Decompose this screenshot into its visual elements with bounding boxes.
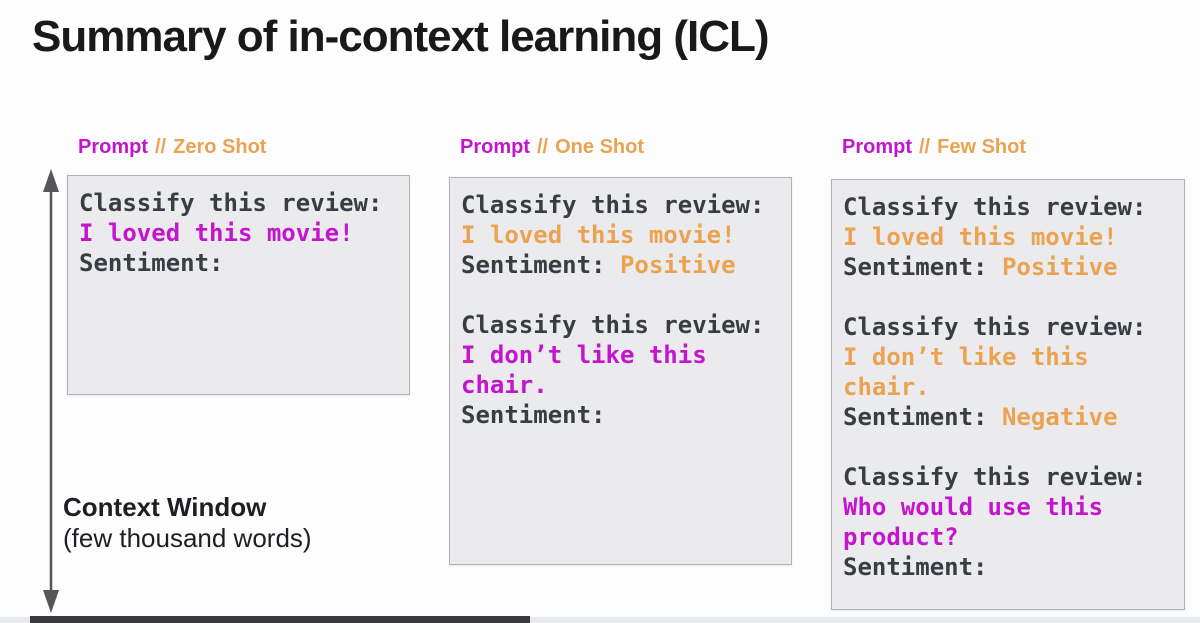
code-segment: Classify this review:: [79, 189, 383, 217]
separator: //: [537, 136, 549, 158]
code-segment: I loved this movie!: [843, 223, 1118, 251]
code-segment: Negative: [1001, 403, 1118, 431]
code-line: chair.: [461, 370, 783, 400]
panel-header-zero-shot: Prompt // Zero Shot: [78, 136, 266, 159]
code-line: chair.: [843, 372, 1176, 402]
code-segment: Classify this review:: [843, 313, 1147, 341]
code-segment: Sentiment:: [461, 401, 606, 429]
separator: //: [155, 136, 167, 158]
code-line: Sentiment:: [843, 552, 1176, 582]
video-progress-track[interactable]: [0, 617, 1200, 623]
code-segment: I loved this movie!: [79, 219, 354, 247]
panel-header-one-shot: Prompt // One Shot: [460, 136, 644, 159]
code-segment: Sentiment:: [843, 553, 988, 581]
code-segment: Sentiment:: [843, 253, 1002, 281]
code-segment: Classify this review:: [461, 191, 765, 219]
code-line: Classify this review:: [79, 188, 401, 218]
code-line: [843, 282, 1176, 312]
code-segment: Positive: [619, 251, 736, 279]
code-line: [461, 280, 783, 310]
code-segment: Who would use this: [843, 493, 1104, 521]
code-segment: Classify this review:: [843, 193, 1147, 221]
prompt-label: Prompt: [78, 136, 148, 158]
code-segment: Positive: [1001, 253, 1118, 281]
code-segment: Classify this review:: [461, 311, 765, 339]
prompt-label: Prompt: [842, 136, 912, 158]
code-segment: product?: [843, 523, 959, 551]
code-line: Classify this review:: [843, 192, 1176, 222]
code-line: Who would use this: [843, 492, 1176, 522]
few-shot-prompt-box: Classify this review:I loved this movie!…: [831, 179, 1185, 610]
code-line: I loved this movie!: [461, 220, 783, 250]
code-segment: I don’t like this: [461, 341, 707, 369]
code-segment: chair.: [461, 371, 548, 399]
code-line: Classify this review:: [843, 462, 1176, 492]
zero-shot-prompt-box: Classify this review:I loved this movie!…: [67, 175, 410, 395]
video-progress-fill[interactable]: [30, 616, 530, 623]
code-line: Classify this review:: [843, 312, 1176, 342]
context-window-label: Context Window (few thousand words): [63, 492, 312, 554]
code-segment: chair.: [843, 373, 930, 401]
code-segment: Sentiment:: [79, 249, 224, 277]
shot-type-label: Zero Shot: [173, 136, 267, 158]
code-line: Classify this review:: [461, 310, 783, 340]
code-line: Sentiment: Positive: [843, 252, 1176, 282]
code-segment: I loved this movie!: [461, 221, 736, 249]
panel-header-few-shot: Prompt // Few Shot: [842, 136, 1026, 159]
prompt-label: Prompt: [460, 136, 530, 158]
code-line: [843, 432, 1176, 462]
page-title: Summary of in-context learning (ICL): [32, 12, 770, 61]
code-line: Sentiment:: [79, 248, 401, 278]
code-line: Sentiment: Negative: [843, 402, 1176, 432]
shot-type-label: Few Shot: [937, 136, 1027, 158]
one-shot-prompt-box: Classify this review:I loved this movie!…: [449, 177, 792, 565]
code-line: Classify this review:: [461, 190, 783, 220]
code-line: Sentiment:: [461, 400, 783, 430]
code-line: I loved this movie!: [843, 222, 1176, 252]
separator: //: [919, 136, 931, 158]
code-line: I don’t like this: [843, 342, 1176, 372]
code-line: I don’t like this: [461, 340, 783, 370]
code-line: I loved this movie!: [79, 218, 401, 248]
code-segment: Sentiment:: [461, 251, 620, 279]
shot-type-label: One Shot: [555, 136, 645, 158]
double-arrow-icon: [43, 169, 59, 613]
code-segment: Sentiment:: [843, 403, 1002, 431]
code-line: Sentiment: Positive: [461, 250, 783, 280]
context-window-title: Context Window: [63, 492, 267, 522]
code-segment: Classify this review:: [843, 463, 1147, 491]
context-window-subtitle: (few thousand words): [63, 523, 312, 553]
code-line: product?: [843, 522, 1176, 552]
code-segment: I don’t like this: [843, 343, 1089, 371]
